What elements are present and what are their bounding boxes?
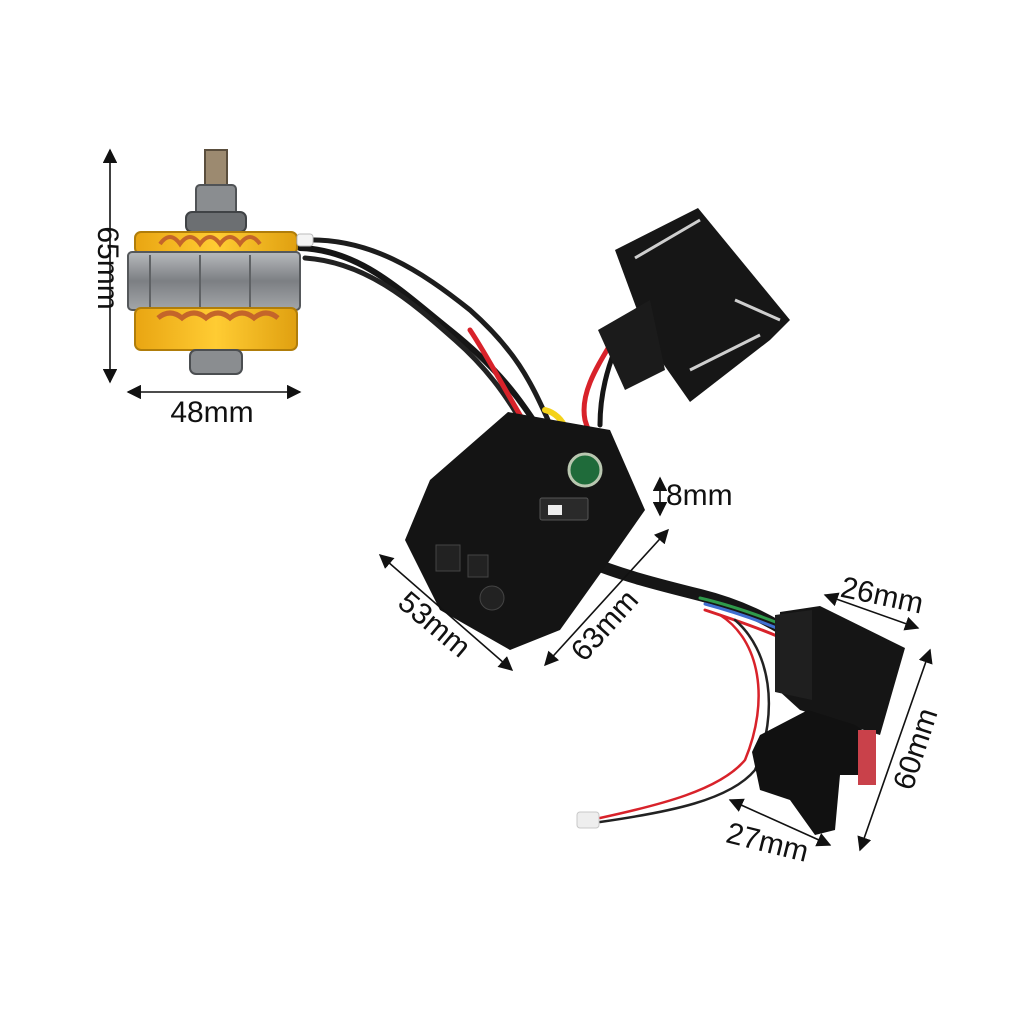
- label-motor-height: 65mm: [91, 226, 124, 309]
- arrow-switch-depth: [823, 592, 920, 631]
- arrow-switch-height: [857, 648, 933, 852]
- arrow-board-width: [378, 554, 514, 671]
- label-motor-width: 48mm: [170, 396, 253, 429]
- dimension-arrows: [102, 148, 933, 852]
- arrow-board-length: [544, 528, 669, 667]
- label-switch-depth: 26mm: [838, 571, 926, 621]
- arrow-trigger-width: [728, 798, 832, 847]
- label-board-thickness: 8mm: [666, 479, 733, 512]
- label-trigger-width: 27mm: [723, 817, 812, 869]
- battery-connector: [598, 208, 790, 402]
- brushless-motor: [127, 149, 314, 375]
- trigger-switch: [576, 606, 905, 835]
